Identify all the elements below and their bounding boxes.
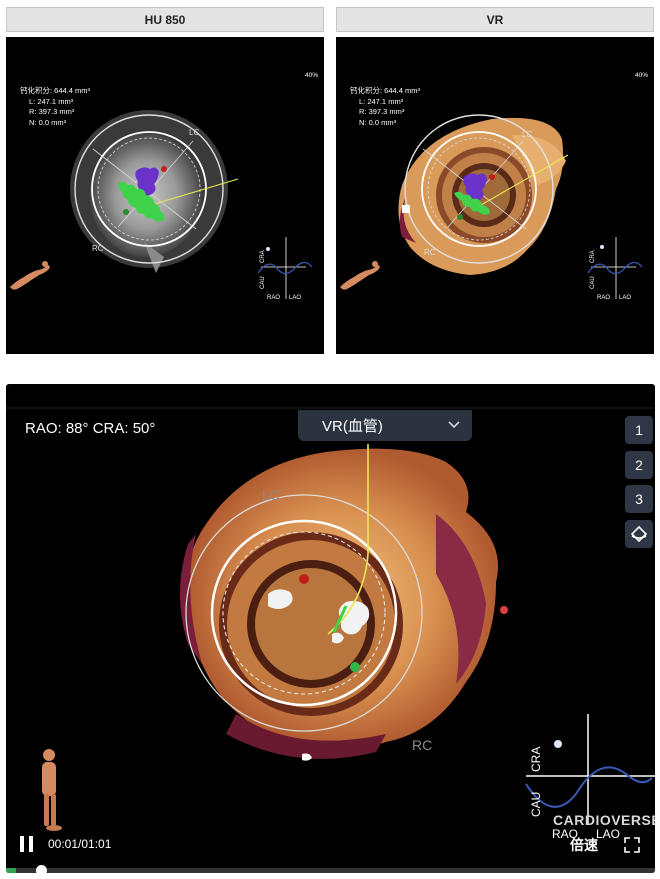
render-mode-select[interactable]: VR(血管) bbox=[298, 410, 472, 441]
preset-button-1[interactable]: 1 bbox=[625, 416, 653, 444]
player-vr-render: LC RC CRA CAU RAO LAO bbox=[6, 407, 655, 841]
player-cra-label: CRA bbox=[529, 747, 543, 772]
playback-time: 00:01/01:01 bbox=[48, 837, 112, 851]
vr-rc-label: RC bbox=[424, 248, 436, 257]
hu850-calcium-summary: 钙化积分: 644.4 mm³ L: 247.1 mm³ R: 397.3 mm… bbox=[20, 86, 90, 128]
pause-button[interactable] bbox=[20, 836, 36, 852]
panel-header-hu850: HU 850 bbox=[6, 7, 324, 32]
panel-header-vr: VR bbox=[336, 7, 654, 32]
hu850-body-icon bbox=[10, 261, 50, 290]
chevron-down-icon bbox=[448, 421, 460, 429]
speed-button[interactable]: 倍速 bbox=[570, 837, 598, 853]
progress-thumb[interactable] bbox=[36, 865, 47, 873]
player-rc-label: RC bbox=[412, 737, 432, 753]
vr-calcium-left: L: 247.1 mm³ bbox=[359, 96, 404, 106]
preset-button-3[interactable]: 3 bbox=[625, 485, 653, 513]
pause-icon bbox=[20, 836, 24, 852]
progress-fill bbox=[6, 868, 16, 873]
hu850-calcium-left: L: 247.1 mm³ bbox=[29, 96, 74, 106]
vr-calcium-summary: 钙化积分: 644.4 mm³ L: 247.1 mm³ R: 397.3 mm… bbox=[350, 86, 420, 128]
layers-icon bbox=[630, 525, 648, 543]
hu850-cra-label: CRA bbox=[260, 250, 266, 263]
human-figure-icon bbox=[42, 749, 62, 831]
preset-button-2[interactable]: 2 bbox=[625, 451, 653, 479]
hu850-calcium-noncoronary: N: 0.0 mm³ bbox=[29, 117, 67, 127]
vr-cau-label: CAU bbox=[590, 276, 596, 289]
vr-render: LC RC CRA CAU RAO LAO bbox=[340, 114, 643, 301]
watermark: CARDIOVERSE bbox=[553, 812, 655, 828]
player-lao-label: LAO bbox=[596, 827, 620, 841]
hu850-calcium-right: R: 397.3 mm³ bbox=[29, 107, 75, 116]
vr-zoom-level: 40% bbox=[634, 72, 648, 79]
vr-body-icon bbox=[340, 261, 380, 290]
pause-icon-bar bbox=[29, 836, 33, 852]
render-mode-value: VR(血管) bbox=[322, 418, 383, 435]
player-lc-label: LC bbox=[262, 487, 280, 503]
vr-lc-label: LC bbox=[522, 130, 532, 139]
vr-cra-label: CRA bbox=[590, 250, 596, 263]
player-rao-label: RAO bbox=[552, 827, 578, 841]
video-player[interactable]: LC RC CRA CAU RAO LAO RAO: 88° CRA: 50° … bbox=[6, 384, 655, 873]
progress-bar[interactable] bbox=[6, 865, 655, 873]
vr-viewport[interactable]: LC RC CRA CAU RAO LAO 钙化积分: 644.4 mm³ L:… bbox=[336, 37, 654, 354]
angle-readout: RAO: 88° CRA: 50° bbox=[25, 420, 156, 437]
player-cau-label: CAU bbox=[529, 792, 543, 817]
hu850-rao-label: RAO bbox=[267, 295, 280, 301]
vr-calcium-noncoronary: N: 0.0 mm³ bbox=[359, 117, 397, 127]
hu850-zoom-level: 40% bbox=[304, 72, 318, 79]
hu850-calcium-total: 钙化积分: 644.4 mm³ bbox=[20, 86, 91, 95]
vr-lao-label: LAO bbox=[619, 295, 631, 301]
hu850-render: LC RC CRA CAU RAO LAO bbox=[10, 110, 313, 301]
hu850-cau-label: CAU bbox=[260, 276, 266, 289]
view-toggle-button[interactable] bbox=[625, 520, 653, 548]
hu850-viewport[interactable]: LC RC CRA CAU RAO LAO 钙化积分: 644.4 mm³ L:… bbox=[6, 37, 324, 354]
vr-calcium-right: R: 397.3 mm³ bbox=[359, 107, 405, 116]
fullscreen-icon[interactable] bbox=[623, 836, 641, 854]
player-orientation-widget: CRA CAU RAO LAO bbox=[525, 714, 655, 841]
hu850-lao-label: LAO bbox=[289, 295, 301, 301]
hu850-rc-label: RC bbox=[92, 244, 104, 253]
vr-calcium-total: 钙化积分: 644.4 mm³ bbox=[350, 86, 421, 95]
hu850-lc-label: LC bbox=[189, 128, 199, 137]
vr-rao-label: RAO bbox=[597, 295, 610, 301]
